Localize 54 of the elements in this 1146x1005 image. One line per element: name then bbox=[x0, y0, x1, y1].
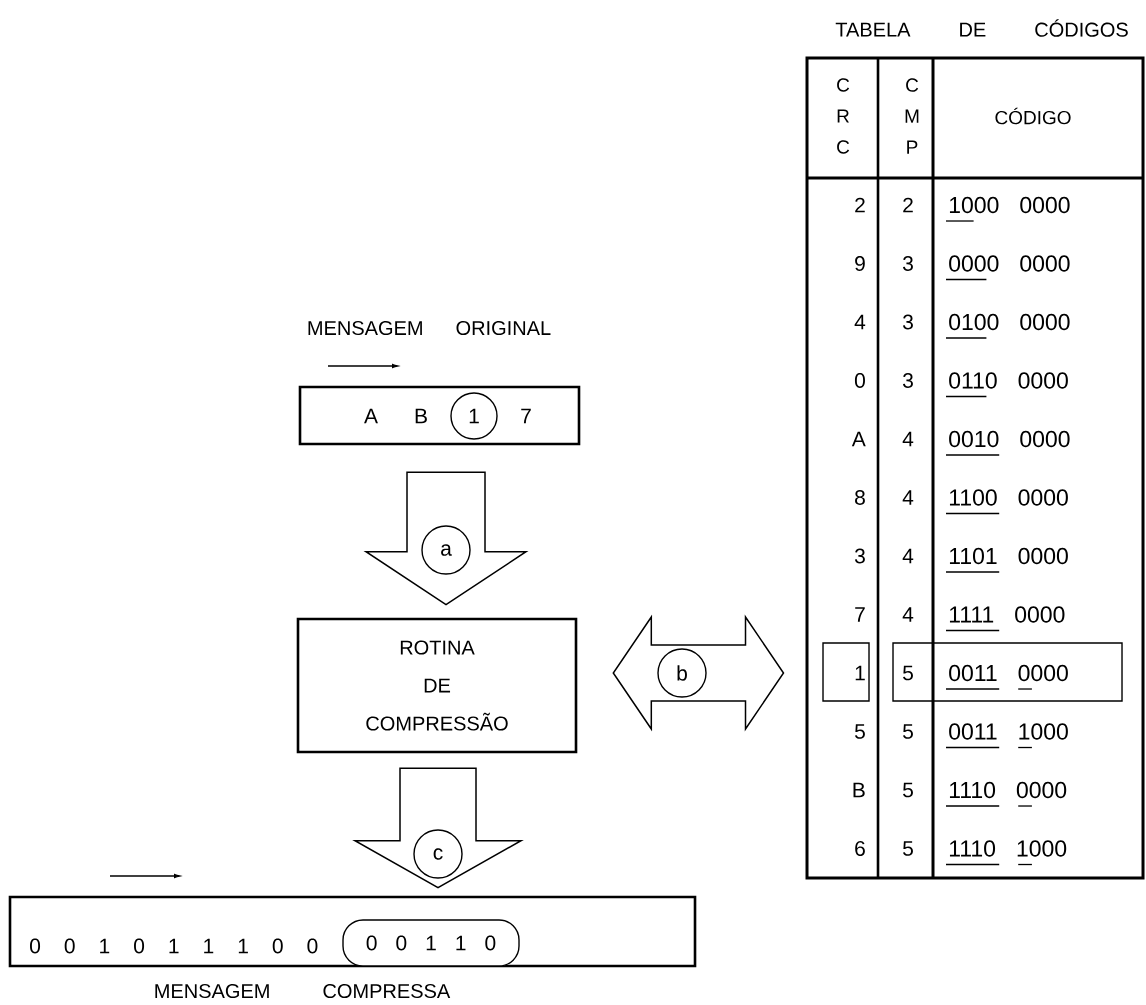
table-cell: 4 bbox=[854, 314, 866, 330]
table-cell: 5 bbox=[903, 782, 913, 798]
table-cell: 4 bbox=[902, 607, 914, 622]
table-cell: 1110 1000 bbox=[949, 840, 1067, 857]
block-arrow bbox=[352, 767, 524, 889]
heading: MENSAGEM ORIGINAL bbox=[308, 320, 551, 336]
circled-character: 1 bbox=[450, 392, 498, 440]
table-cell: 3 bbox=[854, 548, 865, 564]
table-cell: 5 bbox=[903, 841, 913, 856]
circled-letter: a bbox=[421, 525, 471, 575]
table-cell: 0000 0000 bbox=[949, 255, 1070, 272]
table-cell: 7 bbox=[855, 607, 865, 622]
table-cell: 2 bbox=[855, 197, 865, 213]
message-text: A B bbox=[364, 408, 427, 424]
block-arrow bbox=[363, 471, 529, 606]
table-cell: 0011 0000 bbox=[949, 664, 1068, 682]
table-cell: 1000 0000 bbox=[949, 196, 1070, 214]
table-cell: 4 bbox=[902, 490, 914, 505]
message-text: 7 bbox=[521, 408, 531, 424]
circled-letter: b bbox=[657, 648, 707, 698]
table-cell: 0011 1000 bbox=[949, 723, 1068, 740]
table-cell: 0010 0000 bbox=[949, 430, 1070, 448]
table-cell: 0110 0000 bbox=[949, 372, 1068, 389]
bit-sequence: 0 0 1 0 1 1 1 0 0 bbox=[30, 938, 318, 954]
table-cell: 0 bbox=[854, 373, 865, 388]
table-cell: 8 bbox=[855, 490, 865, 505]
table-cell: 5 bbox=[855, 724, 865, 739]
table-cell: 0100 0000 bbox=[949, 313, 1070, 331]
table-cell: 4 bbox=[902, 548, 914, 564]
table-cell: 9 bbox=[855, 256, 865, 271]
column-header: CÓDIGO bbox=[995, 107, 1071, 125]
heading: MENSAGEM COMPRESSA bbox=[155, 983, 451, 999]
table-cell: 3 bbox=[902, 314, 913, 330]
table-title: TABELA DE CÓDIGOS bbox=[835, 19, 1128, 37]
table-cell: 3 bbox=[902, 373, 913, 388]
table-cell: 1 bbox=[855, 665, 865, 681]
table-cell: B bbox=[853, 782, 865, 798]
table-cell: A bbox=[851, 431, 866, 447]
process-box: ROTINA DE COMPRESSÃO bbox=[296, 617, 578, 754]
table-cell: 3 bbox=[902, 256, 913, 271]
table-cell: 2 bbox=[903, 197, 913, 213]
table-cell: 1100 0000 bbox=[949, 489, 1068, 506]
table-cell: 4 bbox=[902, 431, 914, 447]
table-cell: 1101 0000 bbox=[949, 547, 1068, 565]
table-cell: 5 bbox=[903, 724, 913, 739]
table-cell: 1110 0000 bbox=[949, 781, 1067, 799]
column-header: C M P bbox=[905, 78, 919, 154]
table-cell: 1111 0000 bbox=[949, 606, 1065, 623]
table-cell: 6 bbox=[855, 841, 865, 856]
rounded-box: 0 0 1 1 0 bbox=[342, 919, 520, 967]
table-cell: 5 bbox=[903, 665, 913, 681]
column-header: C R C bbox=[837, 78, 850, 154]
block-arrow bbox=[612, 614, 785, 732]
circled-letter: c bbox=[413, 829, 463, 879]
